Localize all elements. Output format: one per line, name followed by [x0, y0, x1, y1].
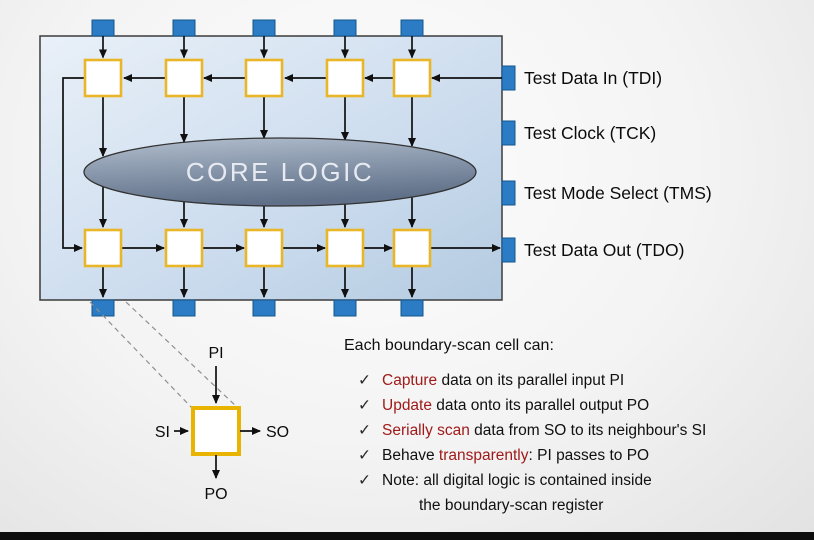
bottom-pins — [91, 299, 424, 317]
note-text: Update data onto its parallel output PO — [382, 393, 649, 418]
note-text-post: data from SO to its neighbour's SI — [469, 422, 707, 439]
note-text-pre: Note: all digital logic is contained ins… — [382, 472, 652, 489]
bottom-cells-to-pins-arrows — [99, 266, 416, 298]
pin — [252, 299, 276, 317]
top-pin-arrows — [99, 36, 416, 59]
pin — [91, 299, 115, 317]
boundary-scan-cell — [244, 58, 284, 98]
notes-title: Each boundary-scan cell can: — [344, 337, 554, 354]
notes-panel: Each boundary-scan cell can: ✓ Capture d… — [344, 336, 810, 518]
serial-in-label: SI — [155, 424, 170, 441]
parallel-in-label: PI — [208, 345, 223, 362]
pin-label-tdo: Test Data Out (TDO) — [524, 240, 684, 260]
pin-tdo — [501, 237, 516, 263]
right-pins — [501, 65, 516, 263]
note-text: Note: all digital logic is contained ins… — [382, 468, 652, 518]
right-pin-labels: Test Data In (TDI) Test Clock (TCK) Test… — [524, 68, 712, 260]
boundary-scan-cell — [83, 58, 123, 98]
pin — [252, 19, 276, 37]
top-cells-to-core-arrows — [99, 96, 416, 157]
check-icon: ✓ — [358, 397, 371, 414]
pin — [172, 299, 196, 317]
note-text-post: data onto its parallel output PO — [431, 397, 650, 414]
pin-tms — [501, 180, 516, 206]
core-logic-ellipse — [83, 137, 477, 207]
parallel-out-label: PO — [204, 486, 227, 503]
zoom-projection-lines — [89, 301, 239, 409]
check-icon: ✓ — [358, 372, 371, 389]
video-letterbox-bar — [0, 532, 814, 540]
bottom-cell-row — [83, 228, 432, 268]
note-item: ✓ Update data onto its parallel output P… — [344, 393, 810, 418]
note-text: Capture data on its parallel input PI — [382, 368, 624, 393]
boundary-scan-cell — [244, 228, 284, 268]
pin-tck — [501, 120, 516, 146]
note-item: ✓ Behave transparently: PI passes to PO — [344, 443, 810, 468]
note-text-pre: Behave — [382, 447, 439, 464]
pin-label-tdi: Test Data In (TDI) — [524, 68, 662, 88]
scan-chain-wrap-wire — [62, 77, 85, 252]
check-icon: ✓ — [358, 472, 371, 489]
note-text-post: data on its parallel input PI — [437, 372, 625, 389]
boundary-scan-cell — [164, 58, 204, 98]
boundary-scan-cell — [392, 228, 432, 268]
note-text-highlight: transparently — [438, 447, 529, 464]
pin-label-tck: Test Clock (TCK) — [524, 123, 656, 143]
boundary-scan-cell-zoomed — [191, 406, 241, 456]
boundary-scan-cell — [164, 228, 204, 268]
note-item: ✓ Serially scan data from SO to its neig… — [344, 418, 810, 443]
note-text-highlight: Update — [382, 397, 432, 414]
note-text-highlight: Capture — [382, 372, 438, 389]
pin — [400, 19, 424, 37]
check-icon: ✓ — [358, 447, 371, 464]
check-icon: ✓ — [358, 422, 371, 439]
note-item: ✓ Capture data on its parallel input PI — [344, 368, 810, 393]
boundary-scan-cell — [325, 58, 365, 98]
pin — [333, 299, 357, 317]
note-text-post: : PI passes to PO — [528, 447, 650, 464]
boundary-scan-cell — [83, 228, 123, 268]
pin — [333, 19, 357, 37]
boundary-scan-cell — [392, 58, 432, 98]
pin-label-tms: Test Mode Select (TMS) — [524, 183, 712, 203]
top-cell-row — [83, 58, 432, 98]
pin — [400, 299, 424, 317]
top-pins — [91, 19, 424, 37]
pin — [172, 19, 196, 37]
note-item: ✓ Note: all digital logic is contained i… — [344, 468, 810, 518]
boundary-scan-cell — [325, 228, 365, 268]
note-text: Serially scan data from SO to its neighb… — [382, 418, 706, 443]
core-logic-label: CORE LOGIC — [186, 157, 374, 187]
note-continuation-line: the boundary-scan register — [419, 497, 604, 514]
core-to-bottom-cells-arrows — [99, 187, 416, 228]
cell-detail: PI SI SO PO — [155, 345, 289, 503]
pin — [91, 19, 115, 37]
serial-out-label: SO — [266, 424, 289, 441]
pin-tdi — [501, 65, 516, 91]
note-text: Behave transparently: PI passes to PO — [382, 443, 649, 468]
note-text-highlight: Serially scan — [382, 422, 470, 439]
